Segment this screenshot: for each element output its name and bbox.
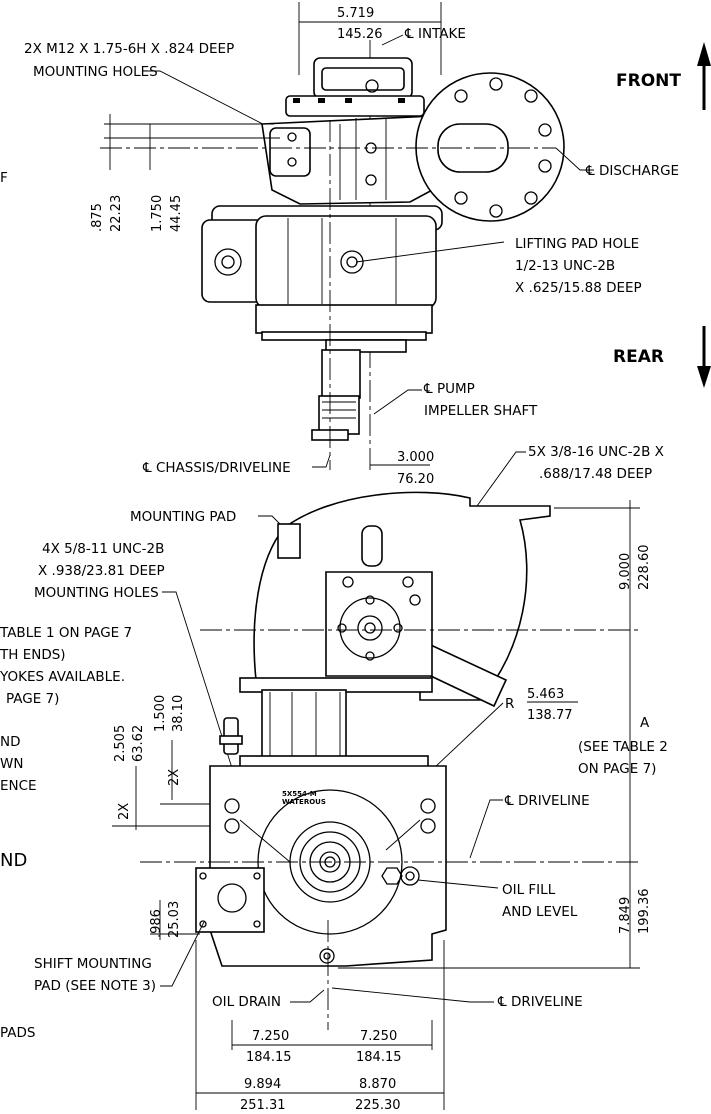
- dim-right-7250-mm: 184.15: [356, 1050, 402, 1065]
- partial-side-line4: ND: [0, 850, 27, 871]
- chassis-driveline-label: ℄ CHASSIS/DRIVELINE: [142, 460, 291, 476]
- dim-9894-inch: 9.894: [244, 1077, 281, 1092]
- oil-drain-label: OIL DRAIN: [212, 994, 281, 1010]
- front-flange: [325, 571, 433, 677]
- dim-intake-mm: 145.26: [337, 27, 383, 42]
- see-table-line1: (SEE TABLE 2: [578, 739, 668, 755]
- discharge-flange: [415, 72, 565, 222]
- tapped-holes-line2: .688/17.48 DEEP: [539, 466, 652, 482]
- dim-1750-inch: 1.750: [150, 195, 165, 232]
- dim-875-mm: 22.23: [109, 195, 124, 232]
- tapped-holes-line1: 5X 3/8-16 UNC-2B X: [528, 444, 664, 460]
- dim-intake-inch: 5.719: [337, 6, 374, 21]
- partial-note-line3: YOKES AVAILABLE.: [0, 669, 125, 685]
- oil-fill-line2: AND LEVEL: [502, 904, 578, 920]
- partial-pads-label: PADS: [0, 1025, 35, 1041]
- dim-986-inch: .986: [149, 909, 164, 938]
- nameplate-line1: 5X554-M: [282, 790, 317, 798]
- partial-left-label: F: [0, 170, 8, 186]
- rear-arrow-icon: [697, 326, 711, 388]
- dim-9894-mm: 251.31: [240, 1098, 286, 1113]
- pump-shaft-line2: IMPELLER SHAFT: [424, 403, 538, 419]
- dim-875-inch: .875: [90, 203, 105, 232]
- dim-7849-mm: 199.36: [637, 889, 652, 935]
- front-arrow-icon: [697, 42, 711, 110]
- radius-inch: 5.463: [527, 687, 564, 702]
- nameplate-line2: WATEROUS: [282, 798, 326, 806]
- dim-7849-inch: 7.849: [618, 897, 633, 934]
- dim-9000-inch: 9.000: [618, 553, 633, 590]
- dim-left-7250-mm: 184.15: [246, 1050, 292, 1065]
- shift-line1: SHIFT MOUNTING: [34, 956, 152, 972]
- driveline-bottom-label: ℄ DRIVELINE: [497, 994, 583, 1010]
- pump-shaft-line1: ℄ PUMP: [423, 381, 475, 397]
- oil-fill-line1: OIL FILL: [502, 882, 556, 898]
- dimension-intake-width: 5.719 145.26: [298, 2, 442, 75]
- radius-prefix: R: [505, 696, 514, 712]
- front-mounting-holes-line2: X .938/23.81 DEEP: [38, 563, 165, 579]
- dim-8870-mm: 225.30: [355, 1098, 401, 1113]
- front-mounting-holes-line3: MOUNTING HOLES: [34, 585, 159, 601]
- partial-side-line2: WN: [0, 756, 23, 772]
- partial-note-line1: TABLE 1 ON PAGE 7: [0, 625, 132, 641]
- dim-9000-mm: 228.60: [637, 545, 652, 591]
- lifting-line2: 1/2-13 UNC-2B: [515, 258, 615, 274]
- top-view: 5.719 145.26 ℄ INTAKE 2X M12 X 1.75-6H X…: [0, 2, 711, 487]
- see-table-line2: ON PAGE 7): [578, 761, 656, 777]
- dim-1500-mm: 38.10: [171, 695, 186, 732]
- two-x-b: 2X: [167, 769, 182, 786]
- dim-986-mm: 25.03: [167, 901, 182, 938]
- dim-2505-mm: 63.62: [131, 725, 146, 762]
- mounting-pad-label: MOUNTING PAD: [130, 509, 236, 525]
- top-mounting-holes-line1: 2X M12 X 1.75-6H X .824 DEEP: [24, 41, 234, 57]
- driveline-label: ℄ DRIVELINE: [504, 793, 590, 809]
- lifting-line3: X .625/15.88 DEEP: [515, 280, 642, 296]
- two-x-a: 2X: [117, 803, 132, 820]
- front-label: FRONT: [616, 71, 681, 91]
- front-view: 5X 3/8-16 UNC-2B X .688/17.48 DEEP MOUNT…: [0, 444, 668, 1113]
- front-mounting-holes-line1: 4X 5/8-11 UNC-2B: [42, 541, 164, 557]
- lifting-line1: LIFTING PAD HOLE: [515, 236, 639, 252]
- shift-line2: PAD (SEE NOTE 3): [34, 978, 156, 994]
- dim-3000-inch: 3.000: [397, 450, 434, 465]
- dim-a-letter: A: [640, 715, 650, 731]
- dim-right-7250-inch: 7.250: [360, 1029, 397, 1044]
- dim-3000-mm: 76.20: [397, 472, 434, 487]
- rear-label: REAR: [613, 347, 664, 367]
- dim-1500-inch: 1.500: [153, 695, 168, 732]
- discharge-label: ℄ DISCHARGE: [585, 163, 679, 179]
- top-mounting-holes-line2: MOUNTING HOLES: [33, 64, 158, 80]
- partial-note-line4: PAGE 7): [6, 691, 59, 707]
- dim-2505-inch: 2.505: [113, 725, 128, 762]
- dim-left-7250-inch: 7.250: [252, 1029, 289, 1044]
- partial-note-line2: TH ENDS): [0, 647, 66, 663]
- dim-8870-inch: 8.870: [359, 1077, 396, 1092]
- partial-side-line3: ENCE: [0, 778, 37, 794]
- radius-mm: 138.77: [527, 708, 573, 723]
- partial-side-line1: ND: [0, 734, 21, 750]
- dim-1750-mm: 44.45: [169, 195, 184, 232]
- intake-label: ℄ INTAKE: [404, 26, 466, 42]
